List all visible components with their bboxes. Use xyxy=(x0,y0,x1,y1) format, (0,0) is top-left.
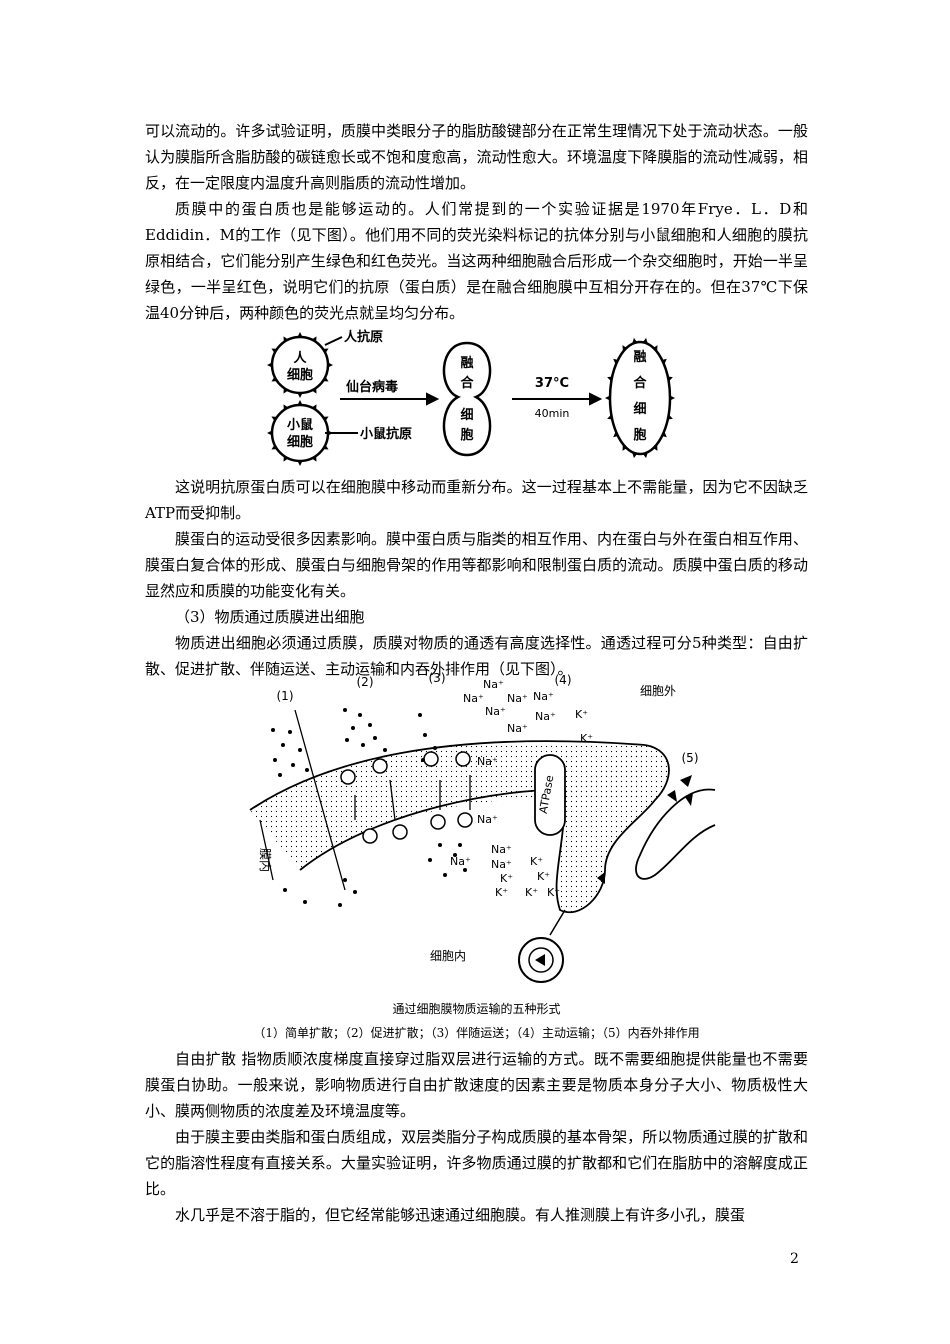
k-label: K⁺ xyxy=(575,708,588,721)
mouse-cell-label-1: 小鼠 xyxy=(287,417,313,433)
fused-cell-shape xyxy=(442,341,492,457)
human-antigen-spikes xyxy=(267,332,333,398)
paragraph-4: 膜蛋白的运动受很多因素影响。膜中蛋白质与脂类的相互作用、内在蛋白与外在蛋白相互作… xyxy=(145,530,808,600)
label-2: (2) xyxy=(357,675,374,689)
text-block-bottom: 自由扩散 指物质顺浓度梯度直接穿过脂双层进行运输的方式。既不需要细胞提供能量也不… xyxy=(145,1046,808,1228)
outside-label: 细胞外 xyxy=(640,684,676,698)
paragraph-6: 自由扩散 指物质顺浓度梯度直接穿过脂双层进行运输的方式。既不需要细胞提供能量也不… xyxy=(145,1050,808,1120)
paragraph-3: 这说明抗原蛋白质可以在细胞膜中移动而重新分布。这一过程基本上不需能量，因为它不因… xyxy=(145,478,808,522)
text-block-top: 可以流动的。许多试验证明，质膜中类眼分子的脂肪酸键部分在正常生理情况下处于流动状… xyxy=(145,118,808,326)
membrane-label: 膜内 xyxy=(258,848,272,872)
svg-text:Na⁺: Na⁺ xyxy=(463,692,484,705)
label-1: (1) xyxy=(277,689,294,703)
svg-text:K⁺: K⁺ xyxy=(537,870,550,883)
final-label-1: 融 xyxy=(633,349,646,365)
na-label: Na⁺ xyxy=(483,678,504,691)
cell-fusion-figure: 人 细胞 人抗原 仙台病毒 小鼠 细胞 小鼠抗原 融 合 细 胞 37°C 40… xyxy=(267,329,675,466)
svg-text:K⁺: K⁺ xyxy=(547,886,560,899)
virus-label: 仙台病毒 xyxy=(346,379,398,395)
svg-text:K⁺: K⁺ xyxy=(500,872,513,885)
atpase-channel xyxy=(534,754,566,836)
inside-label: 细胞内 xyxy=(430,949,466,963)
svg-text:Na⁺: Na⁺ xyxy=(533,690,554,703)
label-3: (3) xyxy=(429,671,446,685)
mouse-antigen-label: 小鼠抗原 xyxy=(360,426,412,442)
fused-label-4: 胞 xyxy=(459,427,473,443)
final-antigen-spikes xyxy=(605,337,675,459)
svg-text:Na⁺: Na⁺ xyxy=(491,843,512,856)
page-number: 2 xyxy=(790,1251,799,1267)
human-antigen-label: 人抗原 xyxy=(344,329,383,345)
figure-caption-title: 通过细胞膜物质运输的五种形式 xyxy=(392,1002,561,1016)
svg-text:Na⁺: Na⁺ xyxy=(491,858,512,871)
svg-text:K⁺: K⁺ xyxy=(525,886,538,899)
final-label-2: 合 xyxy=(633,375,647,391)
svg-text:Na⁺: Na⁺ xyxy=(507,722,528,735)
paragraph-1: 可以流动的。许多试验证明，质膜中类眼分子的脂肪酸键部分在正常生理情况下处于流动状… xyxy=(145,122,808,192)
final-label-3: 细 xyxy=(633,401,646,417)
membrane-transport-figure: ATPase (1) (2) (3) (4) (5) xyxy=(249,671,716,983)
mouse-antigen-spikes xyxy=(267,400,333,466)
fused-label-1: 融 xyxy=(460,355,473,371)
final-label-4: 胞 xyxy=(632,427,646,443)
membrane-outer-line xyxy=(249,740,646,811)
svg-text:Na⁺: Na⁺ xyxy=(485,705,506,718)
paragraph-7: 由于膜主要由类脂和蛋白质组成，双层类脂分子构成质膜的基本骨架，所以物质通过膜的扩… xyxy=(145,1128,808,1198)
svg-text:K⁺: K⁺ xyxy=(530,855,543,868)
temperature-label: 37°C xyxy=(535,376,569,391)
svg-text:Na⁺: Na⁺ xyxy=(477,755,498,768)
mouse-cell-circle xyxy=(270,403,330,463)
paragraph-8: 水几乎是不溶于脂的，但它经常能够迅速通过细胞膜。有人推测膜上有许多小孔，膜蛋 xyxy=(175,1206,746,1224)
text-block-mid: 这说明抗原蛋白质可以在细胞膜中移动而重新分布。这一过程基本上不需能量，因为它不因… xyxy=(145,474,808,682)
svg-text:Na⁺: Na⁺ xyxy=(450,855,471,868)
mouse-cell-label-2: 细胞 xyxy=(287,434,313,450)
section-heading: （3）物质通过质膜进出细胞 xyxy=(175,608,365,626)
paragraph-5: 物质进出细胞必须通过质膜，质膜对物质的通透有高度选择性。通透过程可分5种类型：自… xyxy=(145,634,808,678)
svg-text:K⁺: K⁺ xyxy=(495,886,508,899)
svg-text:K⁺: K⁺ xyxy=(580,732,593,745)
time-label: 40min xyxy=(535,407,570,420)
human-cell-label-2: 细胞 xyxy=(287,367,313,383)
fused-label-3: 细 xyxy=(460,407,473,423)
human-cell-label-1: 人 xyxy=(293,350,307,366)
fused-label-2: 合 xyxy=(460,375,474,391)
label-4: (4) xyxy=(555,673,572,687)
svg-text:Na⁺: Na⁺ xyxy=(535,710,556,723)
svg-text:Na⁺: Na⁺ xyxy=(507,692,528,705)
figure-caption-sub: （1）简单扩散；（2）促进扩散；（3）伴随运送；（4）主动运输；（5）内吞外排作… xyxy=(253,1026,700,1040)
label-5: (5) xyxy=(682,751,699,765)
paragraph-2: 质膜中的蛋白质也是能够运动的。人们常提到的一个实验证据是1970年Frye．L．… xyxy=(145,200,808,322)
svg-text:Na⁺: Na⁺ xyxy=(477,813,498,826)
molecule-dots xyxy=(271,708,467,907)
